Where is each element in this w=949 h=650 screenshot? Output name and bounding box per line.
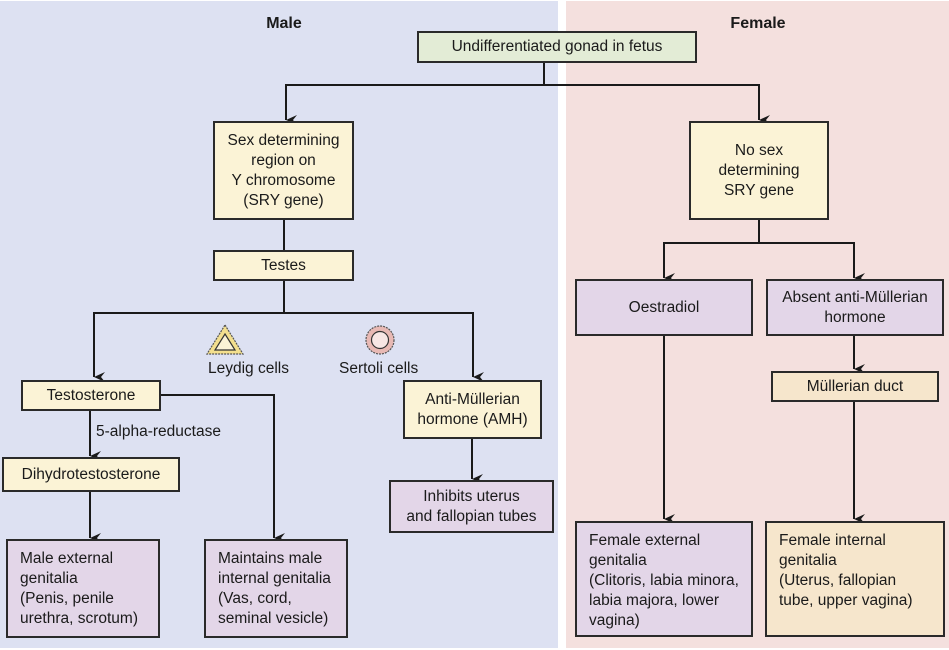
node-inhibits-uterus: Inhibits uterus and fallopian tubes (389, 480, 554, 533)
leydig-cell-triangle-icon (205, 323, 245, 355)
node-testosterone: Testosterone (21, 380, 161, 411)
node-male-internal-genitalia: Maintains male internal genitalia (Vas, … (204, 539, 348, 638)
sertoli-cell-ring-icon (365, 325, 395, 355)
node-absent-amh: Absent anti-Müllerian hormone (766, 279, 944, 336)
node-oestradiol: Oestradiol (575, 279, 753, 336)
node-female-internal-genitalia: Female internal genitalia (Uterus, fallo… (765, 521, 945, 637)
node-dihydrotestosterone: Dihydrotestosterone (2, 457, 180, 492)
node-male-external-genitalia: Male external genitalia (Penis, penile u… (6, 539, 160, 638)
node-testes: Testes (213, 250, 354, 281)
node-sry-region: Sex determining region on Y chromosome (… (213, 121, 354, 220)
node-no-sry-gene: No sex determining SRY gene (689, 121, 829, 220)
node-female-external-genitalia: Female external genitalia (Clitoris, lab… (575, 521, 753, 637)
female-title: Female (730, 15, 786, 32)
node-anti-mullerian-hormone: Anti-Müllerian hormone (AMH) (403, 380, 542, 439)
label-leydig-cells: Leydig cells (208, 360, 289, 377)
label-sertoli-cells: Sertoli cells (339, 360, 419, 377)
male-title: Male (266, 15, 302, 32)
node-mullerian-duct: Müllerian duct (771, 371, 939, 402)
node-undifferentiated-gonad: Undifferentiated gonad in fetus (417, 31, 697, 63)
label-5-alpha-reductase: 5-alpha-reductase (96, 423, 221, 440)
